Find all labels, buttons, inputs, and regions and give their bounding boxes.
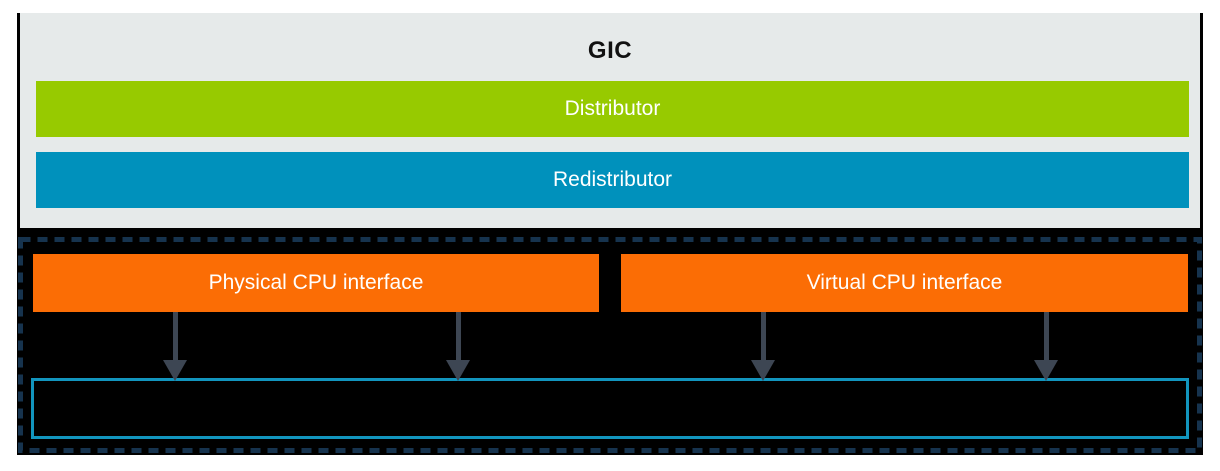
down-arrow-icon: [750, 312, 776, 382]
down-arrow-icon: [445, 312, 471, 382]
down-arrow-icon: [162, 312, 188, 382]
cpu-interface-region: Physical CPU interface Virtual CPU inter…: [17, 228, 1203, 455]
physical-cpu-interface-block: Physical CPU interface: [33, 254, 599, 312]
arrow-head: [751, 360, 775, 381]
arrow-stem: [172, 312, 178, 361]
arrow-stem: [455, 312, 461, 361]
arrow-head: [1034, 360, 1058, 381]
redistributor-block: Redistributor: [36, 152, 1189, 208]
down-arrow-icon: [1033, 312, 1059, 382]
virtual-cpu-interface-block: Virtual CPU interface: [621, 254, 1188, 312]
arrow-stem: [1043, 312, 1049, 361]
arrow-head: [163, 360, 187, 381]
gic-title: GIC: [587, 37, 633, 64]
distributor-block: Distributor: [36, 81, 1189, 137]
arrow-head: [446, 360, 470, 381]
diagram-outer-box: GIC Distributor Redistributor Physical C…: [17, 13, 1203, 455]
gic-panel: GIC Distributor Redistributor: [20, 13, 1200, 228]
arrow-stem: [760, 312, 766, 361]
core-box: [31, 378, 1189, 439]
